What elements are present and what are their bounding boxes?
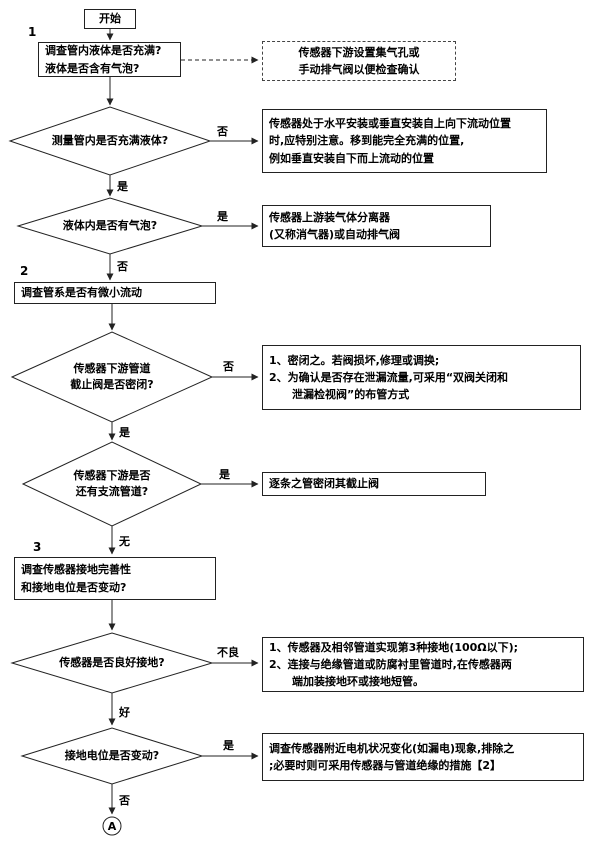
note-box-vent-valve: 传感器下游设置集气孔或 手动排气阀以便检查确认	[262, 41, 456, 81]
action-box-motor-leakage: 调查传感器附近电机状况变化(如漏电)现象,排除之 ;必要时则可采用传感器与管道绝…	[262, 733, 584, 781]
decision-diamond-liquid-full	[8, 106, 212, 176]
edge-label-d1-yes: 是	[116, 178, 129, 194]
edge-label-d2-no: 否	[116, 258, 129, 274]
edge-label-d4-yes: 是	[218, 466, 231, 482]
decision-diamond-valve-closed	[10, 331, 214, 423]
decision-diamond-grounding	[10, 632, 214, 694]
end-connector-label: A	[107, 819, 117, 833]
section-label-3: 3	[33, 540, 42, 554]
decision-diamond-bubbles	[16, 197, 204, 255]
section-label-1: 1	[28, 25, 37, 39]
edge-label-d6-yes: 是	[222, 737, 235, 753]
decision-diamond-potential-change	[20, 727, 204, 785]
edge-label-d2-yes: 是	[216, 208, 229, 224]
end-connector-circle	[102, 816, 122, 836]
section-label-2: 2	[20, 264, 29, 278]
process-box-check-micro-flow: 调查管系是否有微小流动	[14, 282, 216, 304]
action-box-close-valve: 1、密闭之。若阀损坏,修理或调换; 2、为确认是否存在泄漏流量,可采用“双阀关闭…	[262, 345, 581, 410]
edge-label-d3-yes: 是	[118, 424, 131, 440]
action-box-gas-separator: 传感器上游装气体分离器 (又称消气器)或自动排气阀	[262, 205, 491, 247]
edge-label-d5-good: 好	[118, 704, 131, 720]
edge-label-d1-no: 否	[216, 123, 229, 139]
edge-label-d5-bad: 不良	[216, 644, 240, 660]
edge-label-d3-no: 否	[222, 358, 235, 374]
action-box-install-position: 传感器处于水平安装或垂直安装自上向下流动位置 时,应特别注意。移到能完全充满的位…	[262, 109, 547, 173]
start-node: 开始	[84, 9, 136, 29]
decision-diamond-branch-pipes	[21, 441, 203, 527]
action-box-close-branch-valves: 逐条之管密闭其截止阀	[262, 472, 486, 496]
edge-label-d6-no: 否	[118, 792, 131, 808]
action-box-grounding-measures: 1、传感器及相邻管道实现第3种接地(100Ω以下); 2、连接与绝缘管道或防腐衬…	[262, 637, 584, 692]
process-box-check-grounding: 调查传感器接地完善性 和接地电位是否变动?	[14, 557, 216, 600]
edge-label-d4-none: 无	[118, 533, 131, 549]
process-box-check-liquid: 调查管内液体是否充满? 液体是否含有气泡?	[38, 42, 181, 77]
